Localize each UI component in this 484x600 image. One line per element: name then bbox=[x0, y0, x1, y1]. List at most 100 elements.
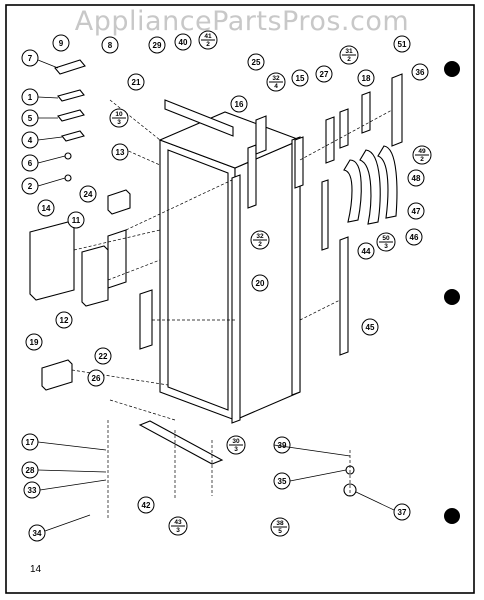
callout-15-label: 15 bbox=[296, 74, 305, 83]
callout-4-label: 4 bbox=[28, 136, 33, 145]
callout-39-label: 39 bbox=[278, 441, 287, 450]
cabinet-front-inner bbox=[167, 149, 229, 411]
callout-8-label: 8 bbox=[108, 41, 113, 50]
callout-49-num: 49 bbox=[418, 148, 426, 155]
curved-rail-46 bbox=[359, 149, 381, 225]
part-12 bbox=[139, 289, 153, 350]
strip-16 bbox=[247, 144, 257, 209]
callout-33-label: 33 bbox=[28, 486, 37, 495]
page-border bbox=[5, 4, 475, 594]
callout-38-num: 38 bbox=[276, 520, 284, 527]
strip-44 bbox=[321, 179, 329, 251]
callout-33: 33 bbox=[23, 481, 41, 499]
callout-1-label: 1 bbox=[28, 93, 33, 102]
callout-26: 26 bbox=[87, 369, 105, 387]
callout-50-num: 50 bbox=[382, 235, 390, 242]
callout-22-label: 22 bbox=[99, 352, 108, 361]
bracket-15 bbox=[325, 116, 335, 164]
callout-48: 48 bbox=[407, 169, 425, 187]
callout-50-den: 3 bbox=[384, 243, 388, 250]
callout-32a: 324 bbox=[266, 72, 286, 92]
callout-35-label: 35 bbox=[278, 477, 287, 486]
callout-30-num: 30 bbox=[232, 438, 240, 445]
callout-35: 35 bbox=[273, 472, 291, 490]
callout-22: 22 bbox=[94, 347, 112, 365]
callout-20: 20 bbox=[251, 274, 269, 292]
callout-43-num: 43 bbox=[174, 519, 182, 526]
callout-49: 492 bbox=[412, 145, 432, 165]
callout-30: 303 bbox=[226, 435, 246, 455]
callout-31-den: 2 bbox=[347, 56, 351, 63]
callout-12: 12 bbox=[55, 311, 73, 329]
part-13 bbox=[107, 189, 131, 215]
bracket-18 bbox=[361, 91, 371, 134]
cabinet-drawing bbox=[29, 59, 403, 497]
callout-5-label: 5 bbox=[28, 114, 33, 123]
bottom-bracket-42 bbox=[138, 420, 224, 465]
callout-51: 51 bbox=[393, 35, 411, 53]
callout-40-label: 40 bbox=[179, 38, 188, 47]
callout-32a-num: 32 bbox=[272, 75, 280, 82]
callout-41-num: 41 bbox=[204, 33, 212, 40]
callout-13: 13 bbox=[111, 143, 129, 161]
callout-16-label: 16 bbox=[235, 100, 244, 109]
curved-rail-44 bbox=[343, 159, 362, 223]
callout-27-label: 27 bbox=[320, 70, 329, 79]
callout-29-label: 29 bbox=[153, 41, 162, 50]
callout-36-label: 36 bbox=[416, 68, 425, 77]
callout-31-num: 31 bbox=[345, 48, 353, 55]
callout-40: 40 bbox=[174, 33, 192, 51]
callout-6: 6 bbox=[21, 154, 39, 172]
callout-44: 44 bbox=[357, 242, 375, 260]
part-19 bbox=[41, 359, 73, 391]
callout-50: 503 bbox=[376, 232, 396, 252]
page-number: 14 bbox=[30, 564, 42, 575]
callout-26-label: 26 bbox=[92, 374, 101, 383]
callout-30-den: 3 bbox=[234, 446, 238, 453]
callout-19: 19 bbox=[25, 333, 43, 351]
screw-7 bbox=[54, 59, 86, 75]
callout-42-label: 42 bbox=[142, 501, 151, 510]
callout-31: 312 bbox=[339, 45, 359, 65]
callout-18-label: 18 bbox=[362, 74, 371, 83]
watermark: AppliancePartsPros.com bbox=[74, 6, 410, 37]
callout-16: 16 bbox=[230, 95, 248, 113]
callout-9-label: 9 bbox=[59, 39, 64, 48]
callout-32b-den: 2 bbox=[258, 241, 262, 248]
callout-27: 27 bbox=[315, 65, 333, 83]
binder-hole-bottom bbox=[444, 508, 460, 524]
callout-7-label: 7 bbox=[28, 54, 33, 63]
curved-rail-47 bbox=[377, 145, 398, 219]
callout-14-label: 14 bbox=[42, 204, 51, 213]
callout-45-label: 45 bbox=[366, 323, 375, 332]
callout-34-label: 34 bbox=[33, 529, 42, 538]
screw-4 bbox=[61, 130, 85, 142]
callouts: 7 9 8 29 40 412 1 5 4 103 6 2 13 21 25 3… bbox=[21, 30, 432, 542]
callout-6-label: 6 bbox=[28, 159, 33, 168]
callout-2: 2 bbox=[21, 177, 39, 195]
callout-45: 45 bbox=[361, 318, 379, 336]
bracket-25 bbox=[255, 115, 267, 155]
callout-4: 4 bbox=[21, 131, 39, 149]
callout-43-den: 3 bbox=[176, 527, 180, 534]
callout-18: 18 bbox=[357, 69, 375, 87]
rear-brace bbox=[291, 136, 301, 396]
screw-1 bbox=[57, 89, 85, 102]
callout-11-label: 11 bbox=[72, 216, 81, 225]
callout-28: 28 bbox=[21, 461, 39, 479]
callout-38: 385 bbox=[270, 517, 290, 537]
callout-41-den: 2 bbox=[206, 41, 210, 48]
callout-32a-den: 4 bbox=[274, 83, 278, 90]
callout-49-den: 2 bbox=[420, 156, 424, 163]
callout-21: 21 bbox=[127, 73, 145, 91]
projection-lines bbox=[71, 99, 393, 520]
callout-9: 9 bbox=[52, 34, 70, 52]
callout-43: 433 bbox=[168, 516, 188, 536]
bracket-27 bbox=[339, 108, 349, 149]
callout-11: 11 bbox=[67, 211, 85, 229]
callout-28-label: 28 bbox=[26, 466, 35, 475]
callout-21-label: 21 bbox=[132, 78, 141, 87]
callout-10-den: 3 bbox=[117, 119, 121, 126]
